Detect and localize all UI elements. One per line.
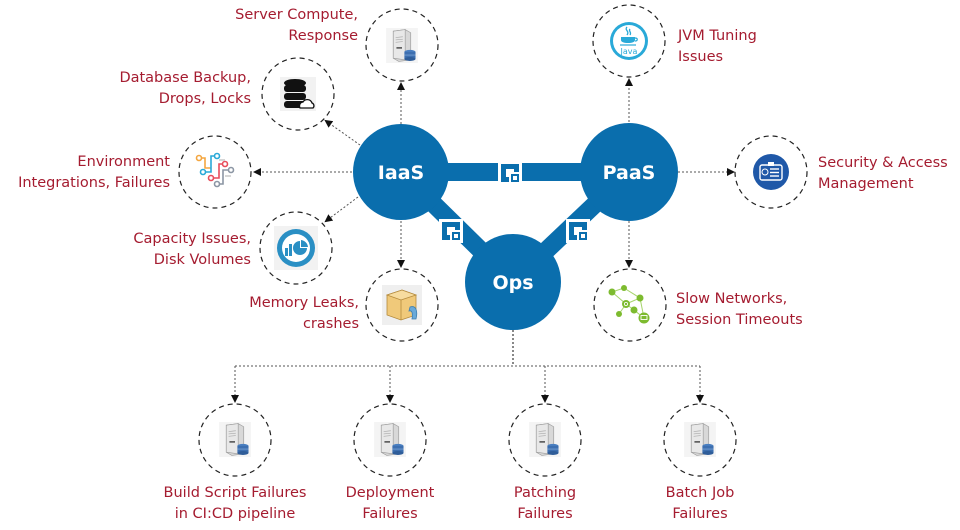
label-line: Failures [517, 506, 573, 522]
database-cloud-icon [280, 77, 316, 111]
label-line: in CI:CD pipeline [174, 506, 296, 522]
hub-paas[interactable]: PaaS [580, 123, 678, 221]
hub-ops-label: Ops [492, 272, 533, 294]
server-icon [374, 422, 406, 457]
g-logo-icon [439, 219, 463, 243]
hub-iaas[interactable]: IaaS [353, 124, 449, 220]
label-line: Capacity Issues, [133, 231, 251, 247]
label-line: Security & Access [818, 155, 948, 171]
label-line: Database Backup, [119, 70, 251, 86]
label-patching: Patching Failures [465, 483, 625, 525]
integration-flow-icon [195, 152, 235, 188]
label-line: Failures [362, 506, 418, 522]
network-nodes-icon [608, 285, 650, 324]
label-line: Management [818, 176, 914, 192]
label-security: Security & Access Management [818, 153, 948, 195]
label-line: Build Script Failures [163, 485, 307, 501]
connectors [231, 78, 735, 403]
label-deployment: Deployment Failures [310, 483, 470, 525]
g-logo-icon [498, 161, 522, 185]
connector-capacity [324, 196, 359, 223]
label-line: Session Timeouts [676, 312, 803, 328]
label-jvm: JVM Tuning Issues [678, 26, 757, 68]
label-line: Server Compute, [235, 7, 358, 23]
label-line: Drops, Locks [158, 91, 251, 107]
id-badge-icon [753, 154, 789, 190]
ring-network [593, 268, 667, 342]
hub-ops[interactable]: Ops [465, 234, 561, 330]
leaking-box-icon [382, 285, 422, 325]
label-line: crashes [302, 316, 359, 332]
label-line: Response [288, 28, 358, 44]
label-build: Build Script Failures in CI:CD pipeline [135, 483, 335, 525]
label-line: Batch Job [665, 485, 735, 501]
label-server-compute: Server Compute, Response [235, 5, 358, 47]
server-icon [386, 28, 418, 63]
java-icon: Java [610, 22, 648, 60]
label-network: Slow Networks, Session Timeouts [676, 289, 803, 331]
label-memory: Memory Leaks, crashes [249, 293, 359, 335]
server-icon [529, 422, 561, 457]
server-icon [684, 422, 716, 457]
label-line: Integrations, Failures [18, 175, 170, 191]
g-logo-icon [566, 219, 590, 243]
label-line: Slow Networks, [676, 291, 788, 307]
label-batch: Batch Job Failures [620, 483, 780, 525]
label-line: Deployment [345, 485, 435, 501]
svg-text:Java: Java [620, 47, 638, 56]
ring-environment [178, 135, 252, 209]
label-line: Memory Leaks, [249, 295, 359, 311]
label-environment: Environment Integrations, Failures [18, 152, 170, 194]
chart-pie-icon [274, 226, 318, 270]
hub-iaas-label: IaaS [378, 162, 424, 184]
label-line: Failures [672, 506, 728, 522]
label-line: Environment [77, 154, 170, 170]
label-line: Disk Volumes [153, 252, 251, 268]
label-database: Database Backup, Drops, Locks [119, 68, 251, 110]
hub-paas-label: PaaS [603, 162, 656, 184]
label-line: Patching [513, 485, 577, 501]
label-line: JVM Tuning [678, 28, 757, 44]
label-line: Issues [678, 49, 724, 65]
connector-database [324, 119, 361, 146]
label-capacity: Capacity Issues, Disk Volumes [133, 229, 251, 271]
server-icon [219, 422, 251, 457]
